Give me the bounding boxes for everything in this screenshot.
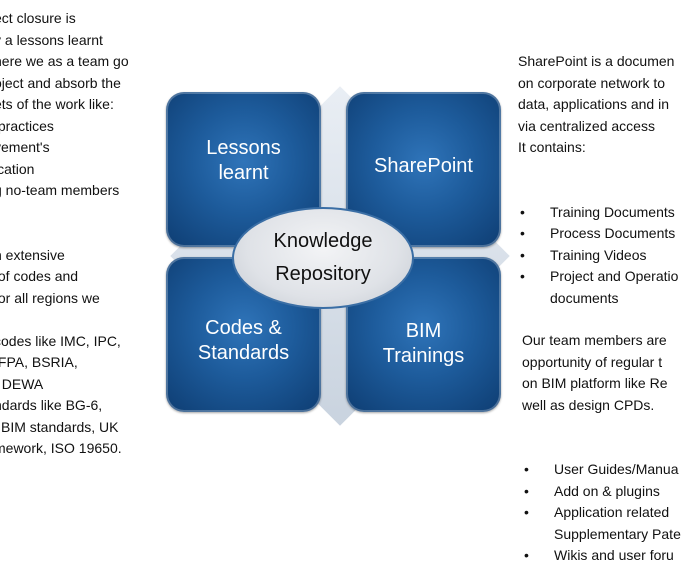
- bullet-icon: •: [520, 203, 525, 220]
- sharepoint-intro-line: data, applications and in: [518, 96, 669, 112]
- bullet-icon: •: [524, 482, 529, 499]
- bim-training-list-item: • Wikis and user foru: [522, 545, 700, 567]
- bim-training-intro-line: on BIM platform like Re: [522, 375, 668, 391]
- bim-training-list-item: • User Guides/Manua: [522, 459, 700, 481]
- left-text-line: mework, ISO 19650.: [0, 440, 122, 456]
- sharepoint-intro: SharePoint is a documen on corporate netw…: [518, 51, 700, 159]
- bim-training-description: Our team members are opportunity of regul…: [522, 287, 700, 588]
- left-text-line: ication: [0, 160, 35, 177]
- sharepoint-intro-line: It contains:: [518, 139, 586, 155]
- knowledge-repository-label: Knowledge Repository: [273, 230, 373, 285]
- left-text-line: IFPA, BSRIA,: [0, 354, 78, 370]
- quadrant-bim-trainings-label: BIM Trainings: [382, 319, 465, 367]
- bullet-icon: •: [520, 268, 525, 284]
- sharepoint-list-item-text: documents: [550, 289, 619, 306]
- bullet-icon: •: [524, 461, 529, 477]
- left-text-line: ets of the work like:: [0, 96, 114, 112]
- bullet-icon: •: [524, 547, 529, 563]
- bullet-icon: •: [524, 504, 529, 520]
- bullet-icon: •: [520, 225, 525, 241]
- quadrant-lessons-learnt-label: Lessons learnt: [206, 136, 281, 184]
- left-text-line: for all regions we: [0, 289, 100, 306]
- left-text-line: g no-team members: [0, 182, 120, 198]
- sharepoint-list-item: • Project and Operatio documents: [518, 266, 700, 309]
- sharepoint-list-item: • Training Videos: [518, 245, 700, 267]
- left-text-line: y a lessons learnt: [0, 31, 103, 48]
- knowledge-repository-hub: Knowledge Repository: [232, 207, 414, 309]
- sharepoint-list-item-text: Training Documents: [550, 203, 675, 220]
- left-text-line: [0, 202, 154, 224]
- sharepoint-contents-list: • Training Documents • Process Documents • Tr…: [518, 202, 700, 310]
- bim-training-intro: Our team members are opportunity of regul…: [522, 330, 700, 416]
- left-text-line: codes like IMC, IPC,: [0, 332, 121, 349]
- knowledge-repository-diagram: Lessons learnt SharePoint Codes & Standa…: [140, 80, 540, 432]
- quadrant-codes-standards-label: Codes & Standards: [197, 316, 290, 364]
- left-text-line: ect closure is: [0, 10, 76, 26]
- bim-training-intro-line: Our team members are: [522, 332, 667, 348]
- bim-training-list-item-text: Add on & plugins: [554, 482, 660, 499]
- left-text-line: [0, 309, 154, 331]
- left-text-line: n extensive: [0, 246, 65, 263]
- left-text-line: [0, 223, 154, 245]
- bim-training-list-item-text: Supplementary Pate: [554, 525, 681, 542]
- left-text-line: ndards like BG-6,: [0, 397, 103, 413]
- sharepoint-list-item-text: Training Videos: [550, 246, 647, 263]
- left-text-line: , DEWA: [1, 375, 44, 392]
- quadrant-sharepoint-label: SharePoint: [374, 155, 473, 177]
- sharepoint-intro-line: via centralized access: [518, 117, 655, 134]
- sharepoint-list-item: • Process Documents: [518, 223, 700, 245]
- left-text-line: oject and absorb the: [0, 74, 121, 91]
- bim-training-list-item-text: Application related: [554, 504, 670, 520]
- bim-training-list-item-text: User Guides/Manua: [554, 461, 679, 477]
- left-text-column: ect closure is y a lessons learnt here we …: [0, 8, 154, 460]
- sharepoint-intro-line: SharePoint is a documen: [518, 53, 675, 69]
- sharepoint-intro-line: on corporate network to: [518, 74, 666, 91]
- bim-training-list-item-text: Wikis and user foru: [554, 547, 674, 563]
- sharepoint-list-item-text: Process Documents: [550, 225, 676, 241]
- sharepoint-list-item-text: Project and Operatio: [550, 268, 679, 284]
- left-text-line: practices: [0, 117, 54, 134]
- left-text-line: of codes and: [0, 268, 79, 284]
- left-text-line: vement's: [0, 139, 50, 155]
- bullet-icon: •: [520, 246, 525, 263]
- left-text-line: here we as a team go: [0, 53, 129, 69]
- bim-training-intro-line: well as design CPDs.: [522, 396, 655, 413]
- left-text-line: l BIM standards, UK: [0, 418, 119, 435]
- sharepoint-list-item: • Training Documents: [518, 202, 700, 224]
- bim-training-list: • User Guides/Manua • Add on & plugins • Appl…: [522, 459, 700, 567]
- bim-training-list-item: • Add on & plugins: [522, 481, 700, 503]
- bim-training-intro-line: opportunity of regular t: [522, 353, 663, 370]
- sharepoint-description: SharePoint is a documen on corporate netw…: [518, 8, 700, 331]
